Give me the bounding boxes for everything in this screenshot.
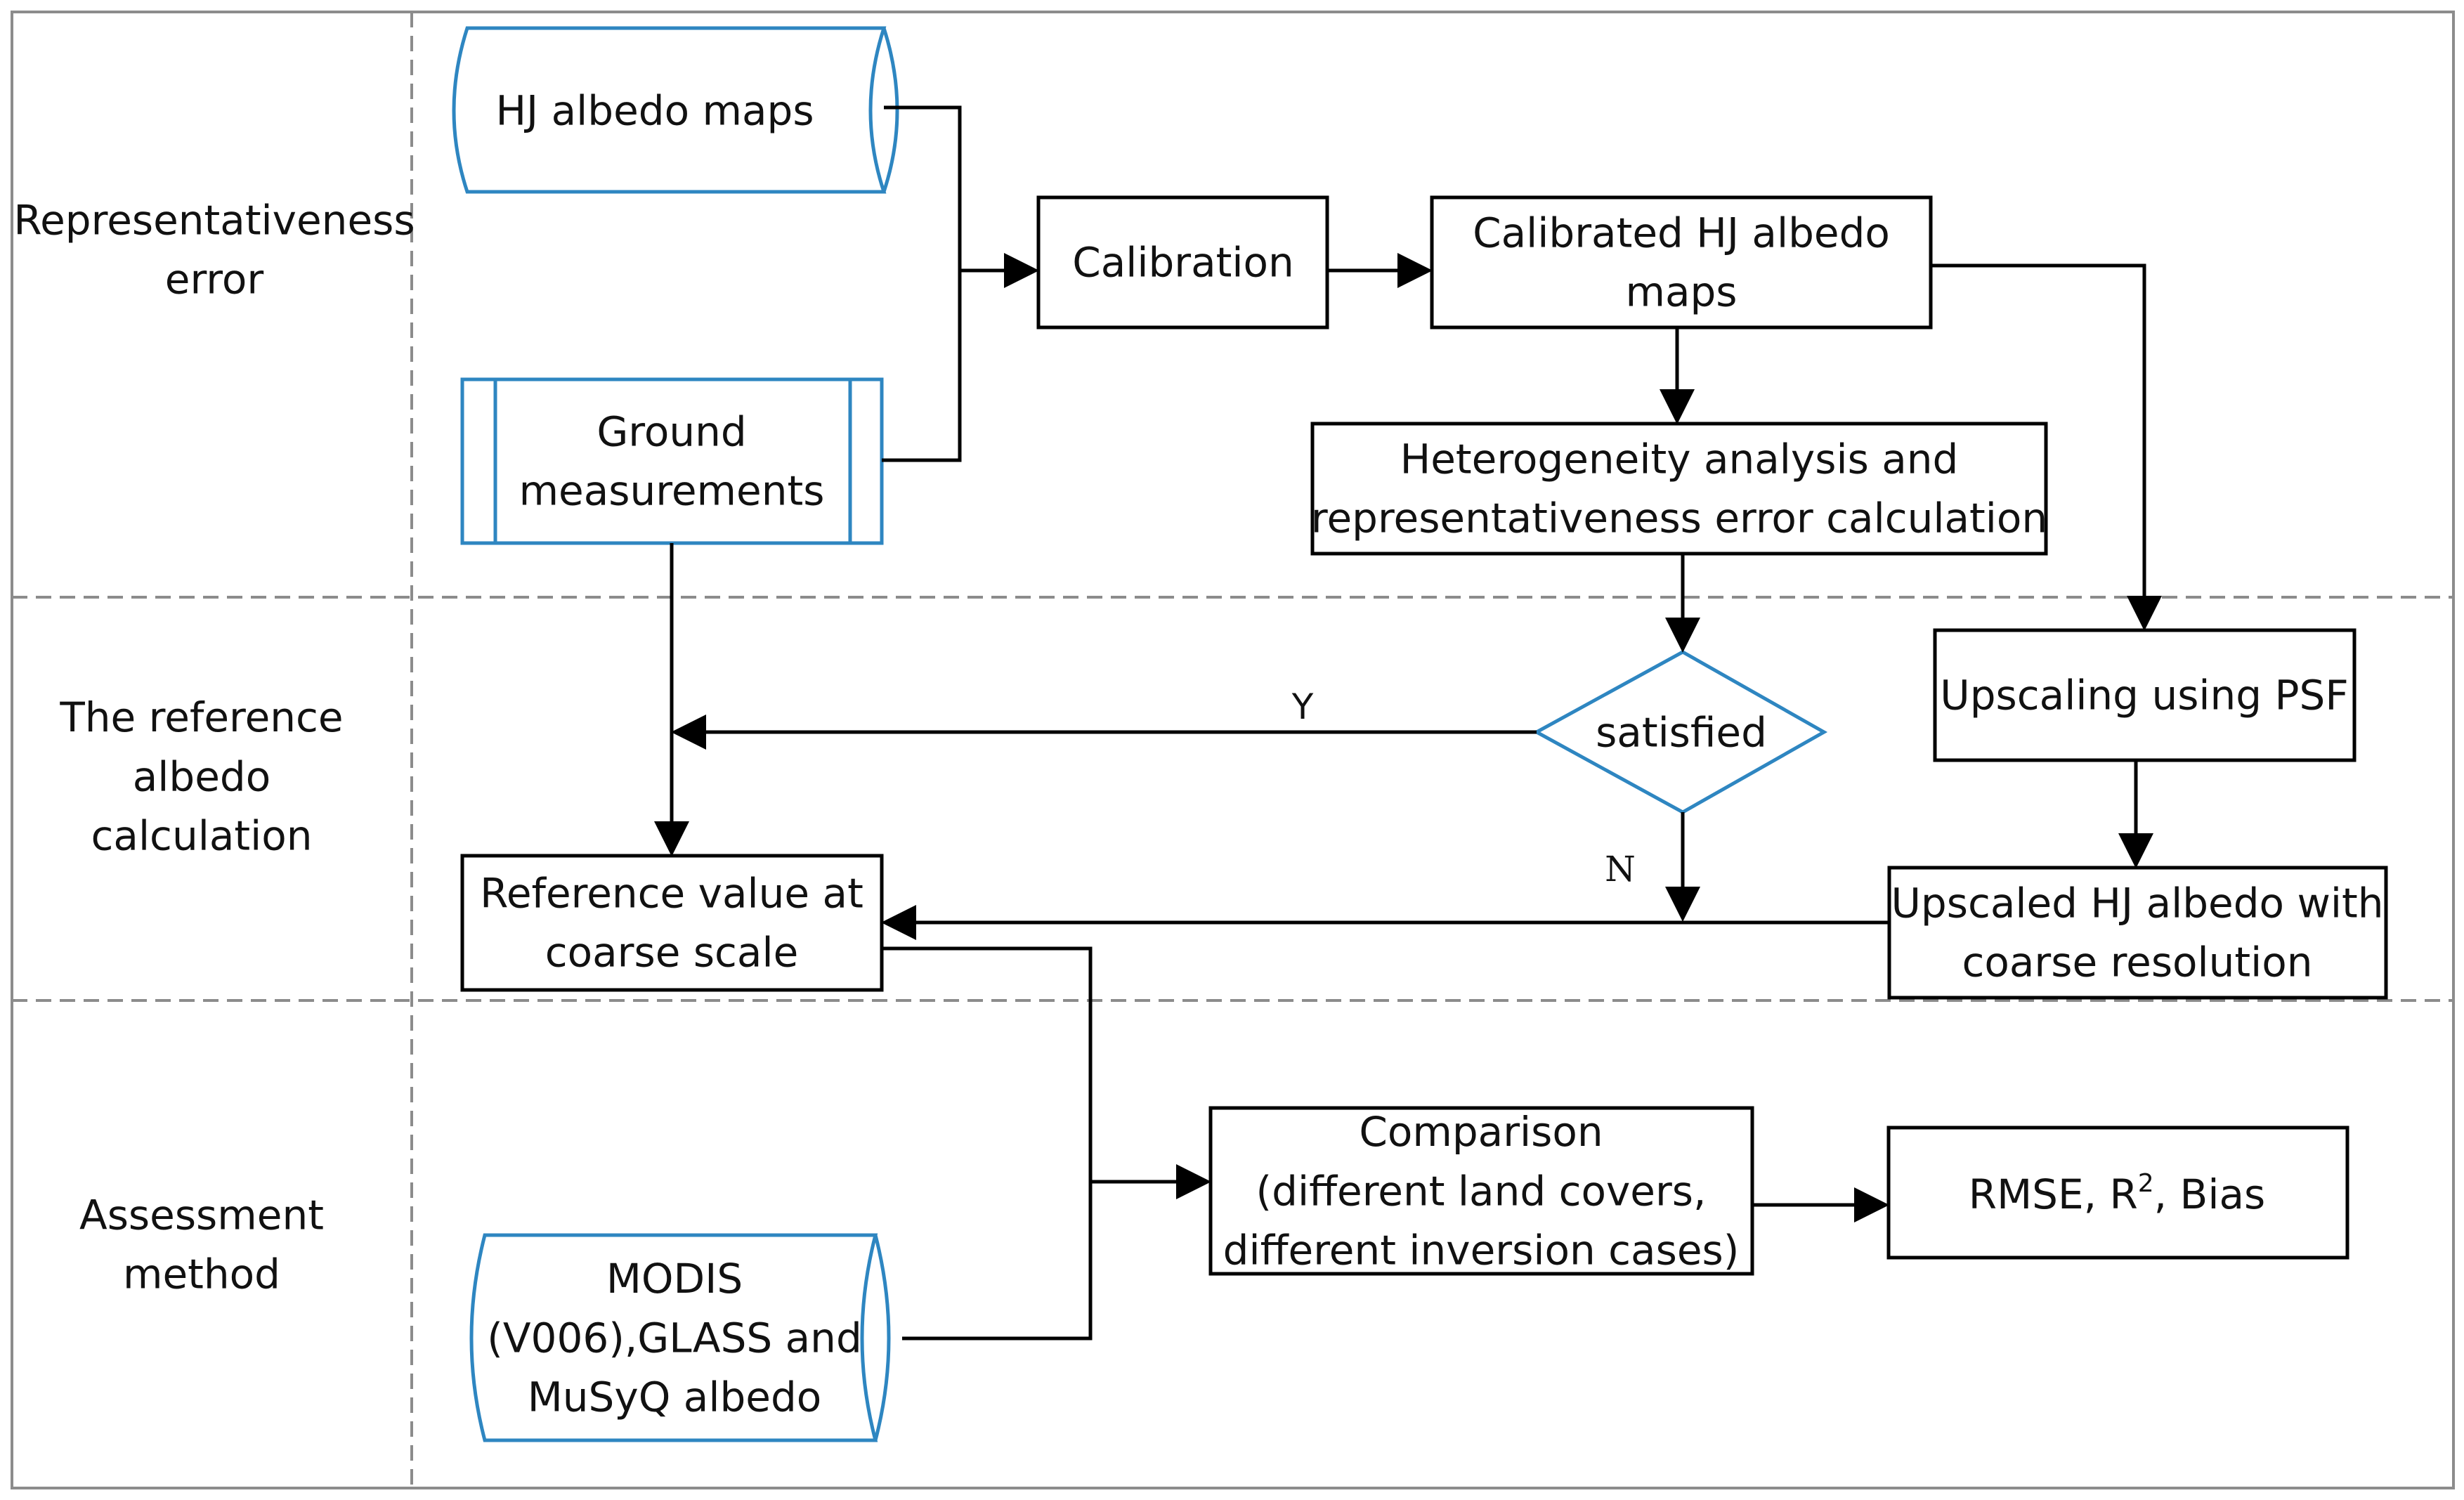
edge-reference-to-junction bbox=[882, 946, 1093, 1341]
label-line: Representativeness bbox=[13, 196, 415, 244]
label-line: Calibrated HJ albedo bbox=[1473, 209, 1890, 256]
label-line: Upscaling using PSF bbox=[1940, 671, 2348, 719]
metrics-superscript: 2 bbox=[2138, 1169, 2154, 1198]
ground-measurements-box bbox=[460, 377, 884, 545]
reference-value-label: Reference value at coarse scale bbox=[480, 869, 863, 976]
hj-albedo-maps-store-edge bbox=[882, 27, 899, 193]
label-line: MuSyQ albedo bbox=[528, 1373, 822, 1421]
label-line: Calibration bbox=[1072, 238, 1294, 286]
ground-measurements-label: Ground measurements bbox=[519, 407, 825, 514]
no-edge-label: N bbox=[1605, 849, 1636, 889]
calibration-label: Calibration bbox=[1072, 238, 1294, 286]
label-line: measurements bbox=[519, 467, 825, 514]
label-line: coarse scale bbox=[545, 928, 799, 976]
yes-edge-label: Y bbox=[1291, 686, 1314, 727]
upscaling-psf-box bbox=[1933, 628, 2357, 762]
lane-label-reference: The reference albedo calculation bbox=[59, 693, 343, 859]
upscaling-psf-label: Upscaling using PSF bbox=[1940, 671, 2348, 719]
outer-frame bbox=[11, 11, 2455, 1489]
label-line: method bbox=[123, 1250, 280, 1298]
comparison-box bbox=[1208, 1106, 1754, 1276]
albedo-products-store-edge bbox=[873, 1234, 891, 1441]
metrics-label: RMSE, R2, Bias bbox=[1969, 1169, 2265, 1218]
label-line: representativeness error calculation bbox=[1311, 494, 2047, 542]
label-line: (different land covers, bbox=[1256, 1167, 1707, 1215]
calibrated-hj-albedo-label: Calibrated HJ albedo maps bbox=[1473, 209, 1890, 315]
label-line: Reference value at bbox=[480, 869, 863, 917]
edge-hj-to-junction bbox=[882, 105, 962, 462]
label-line: Ground bbox=[597, 407, 746, 455]
metrics-rmse-text: RMSE, R bbox=[1969, 1170, 2138, 1218]
label-line: Upscaled HJ albedo with bbox=[1891, 879, 2383, 927]
label-line: satisfied bbox=[1596, 708, 1767, 756]
calibrated-hj-albedo-box bbox=[1430, 195, 1933, 330]
label-line: coarse resolution bbox=[1962, 938, 2312, 986]
heterogeneity-analysis-box bbox=[1310, 422, 2048, 556]
upscaled-hj-albedo-box bbox=[1887, 866, 2388, 1000]
heterogeneity-analysis-label: Heterogeneity analysis and representative… bbox=[1311, 435, 2047, 542]
upscaled-hj-albedo-label: Upscaled HJ albedo with coarse resolution bbox=[1891, 879, 2383, 986]
label-line: maps bbox=[1625, 268, 1737, 315]
comparison-label: Comparison (different land covers, differe… bbox=[1223, 1108, 1740, 1274]
label-line: MODIS bbox=[606, 1255, 743, 1303]
label-line: albedo bbox=[133, 752, 270, 800]
metrics-rest-text: , Bias bbox=[2154, 1170, 2266, 1218]
lane-label-assessment: Assessment method bbox=[79, 1191, 324, 1298]
hj-albedo-maps-label: HJ albedo maps bbox=[495, 86, 814, 134]
label-line: different inversion cases) bbox=[1223, 1226, 1740, 1274]
edge-calibrated-to-upscaling bbox=[1931, 263, 2162, 631]
label-line: (V006),GLASS and bbox=[487, 1314, 862, 1362]
calibration-box bbox=[1036, 195, 1329, 330]
satisfied-label: satisfied bbox=[1596, 708, 1767, 756]
label-line: calculation bbox=[91, 811, 313, 859]
lane-label-representativeness: Representativeness error bbox=[13, 196, 415, 303]
label-line: HJ albedo maps bbox=[495, 86, 814, 134]
label-line: Assessment bbox=[79, 1191, 324, 1239]
label-line: Heterogeneity analysis and bbox=[1400, 435, 1959, 483]
label-line: The reference bbox=[59, 693, 343, 741]
label-line: error bbox=[165, 255, 264, 303]
label-line: Comparison bbox=[1359, 1108, 1603, 1156]
